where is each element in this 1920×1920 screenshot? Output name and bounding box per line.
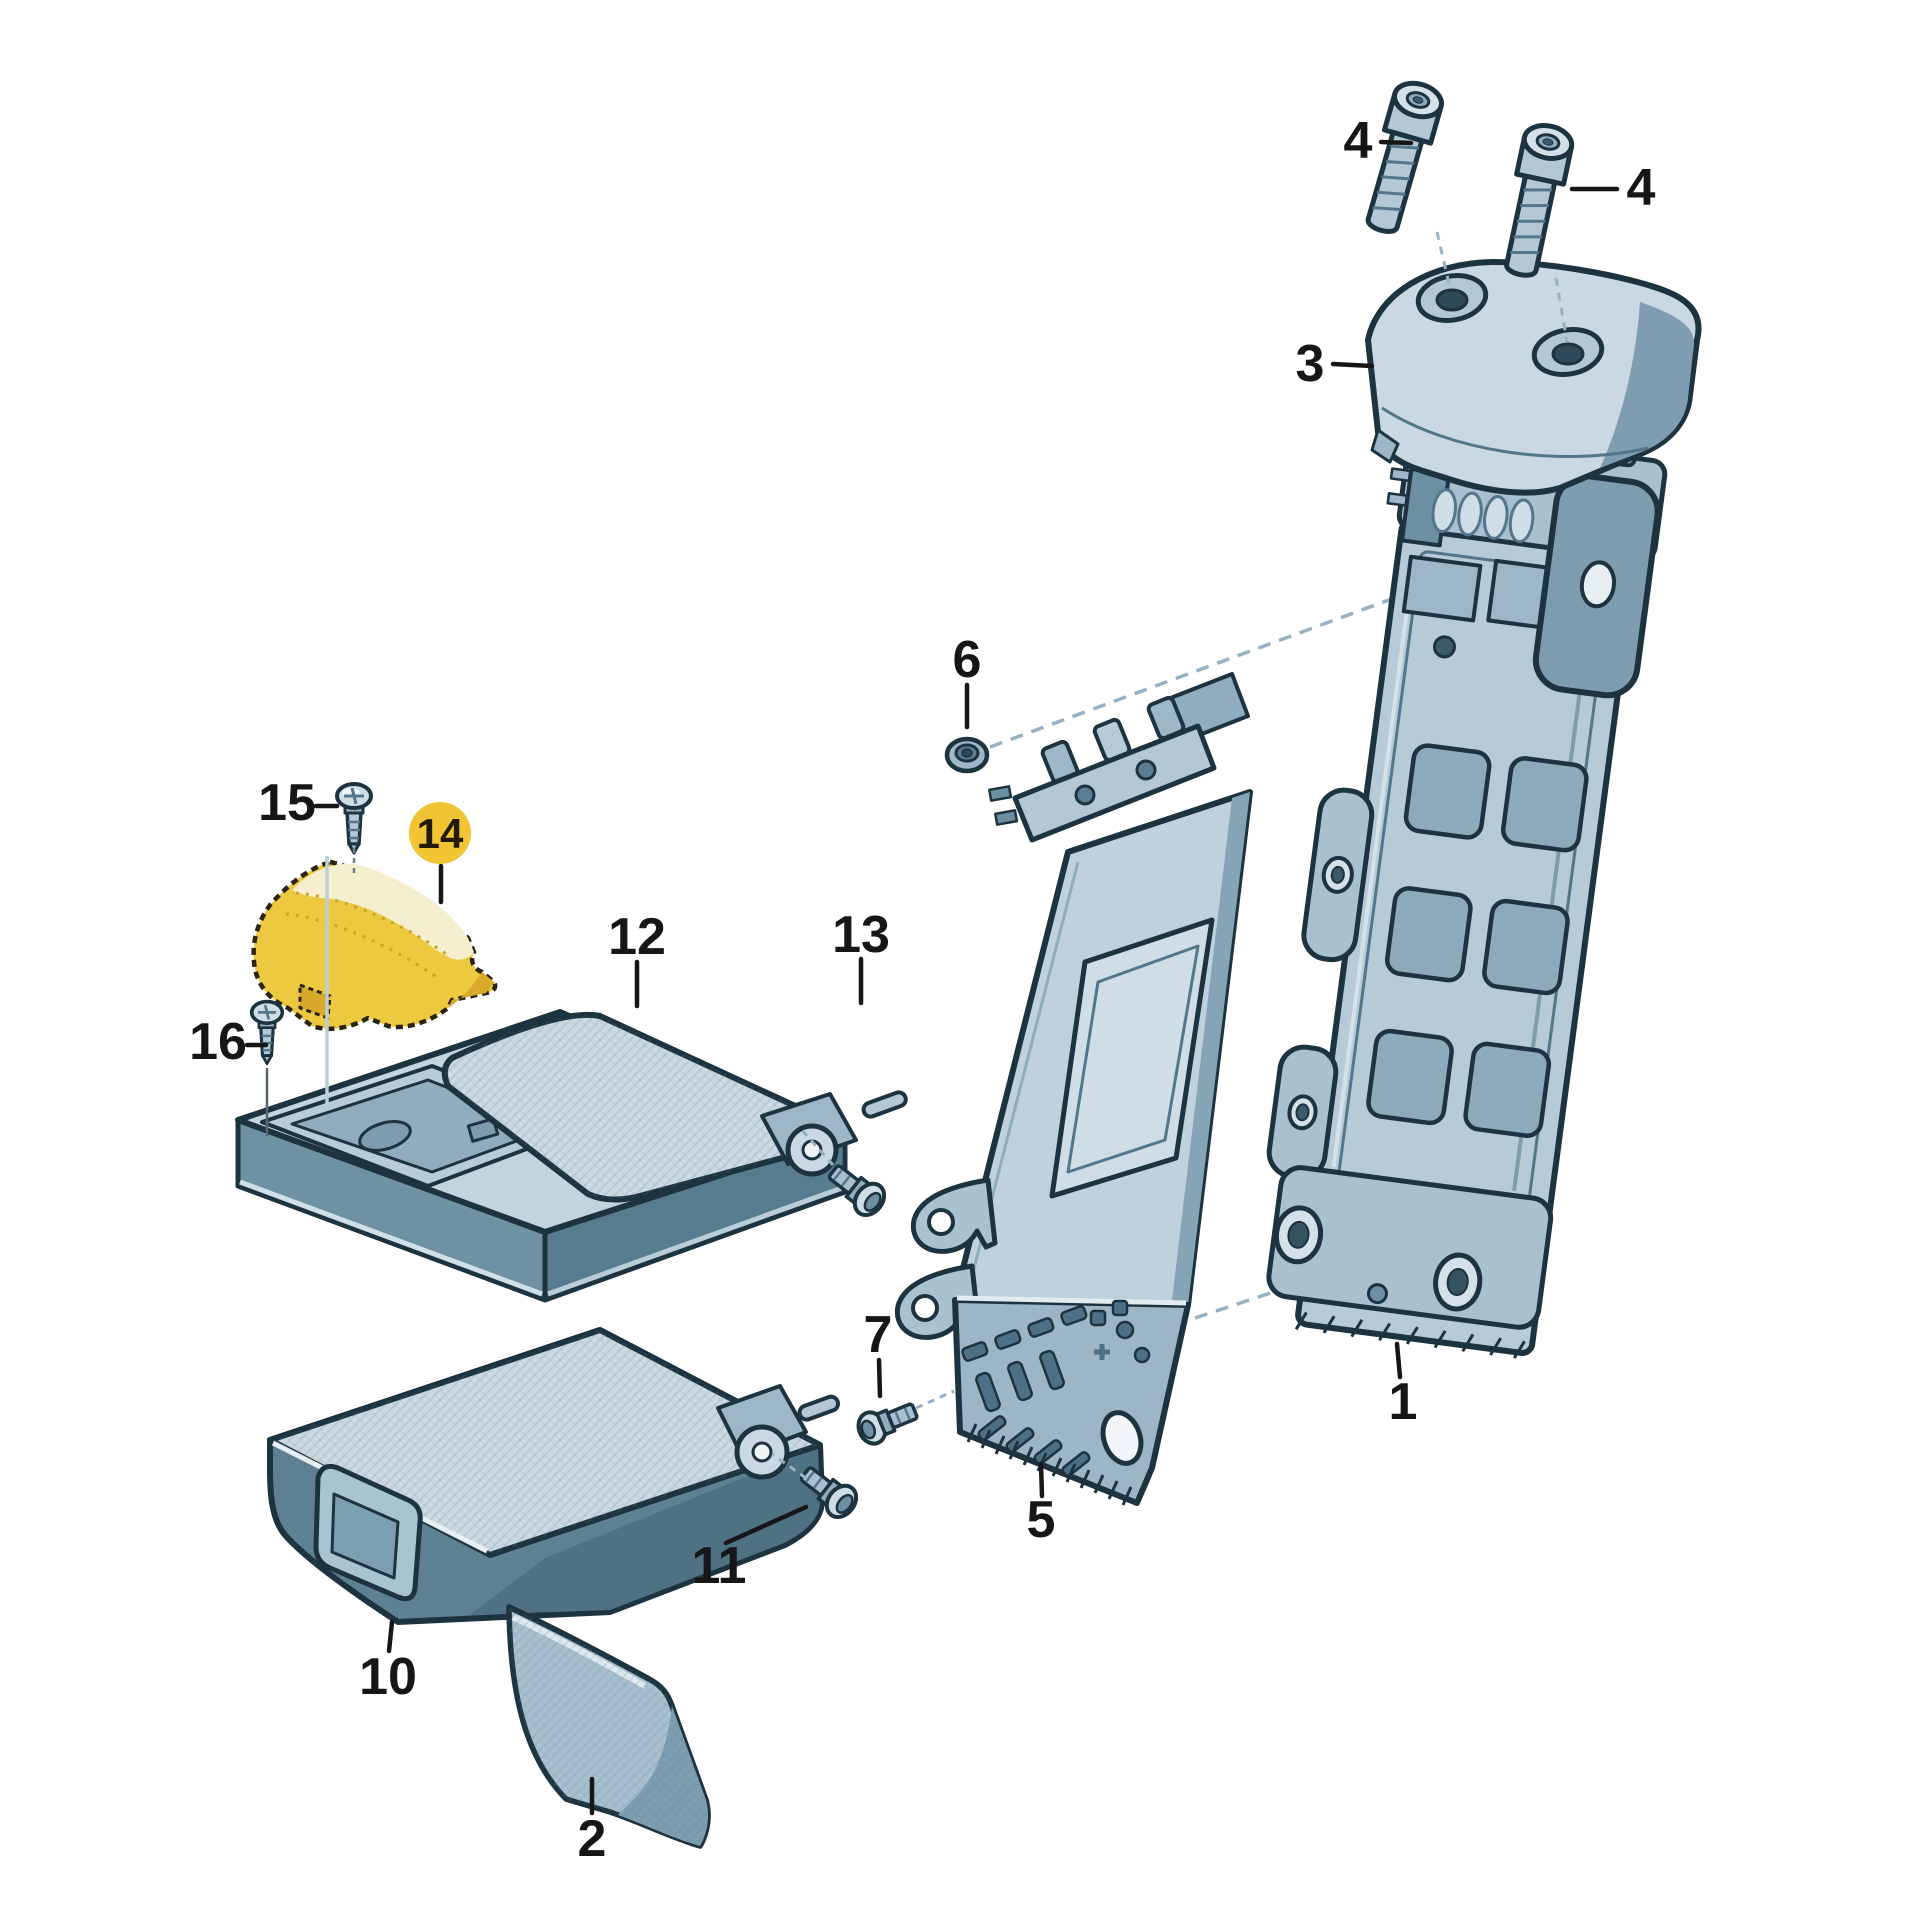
screw-13 bbox=[827, 1164, 887, 1217]
callout-2: 2 bbox=[578, 1810, 607, 1868]
screw-7 bbox=[856, 1402, 919, 1446]
part-1-frame bbox=[1266, 381, 1668, 1359]
armrest-10-hinge bbox=[716, 1384, 841, 1480]
part-5-centre-panel bbox=[894, 672, 1253, 1506]
panel-top-bracket bbox=[988, 672, 1250, 843]
armrest-12-hinge bbox=[760, 1090, 908, 1177]
screw-11 bbox=[799, 1466, 859, 1519]
leader-1 bbox=[1394, 1341, 1403, 1380]
callout-6: 6 bbox=[953, 631, 982, 689]
highlight-badge-14: 14 bbox=[409, 802, 471, 864]
callout-leader-lines bbox=[244, 139, 1620, 1816]
bolt-axis-dashes bbox=[1435, 231, 1569, 343]
screw-7-dash bbox=[915, 1389, 955, 1410]
frame-bottom-bracket bbox=[1266, 1165, 1554, 1330]
part-10-armrest-closed bbox=[267, 1327, 841, 1625]
callout-10: 10 bbox=[359, 1648, 417, 1706]
frame-edge-hatching bbox=[1294, 1311, 1526, 1359]
screw-15 bbox=[335, 782, 373, 855]
screw-16 bbox=[249, 999, 285, 1066]
leader-7 bbox=[876, 1357, 883, 1399]
callout-16: 16 bbox=[189, 1013, 247, 1071]
leader-10 bbox=[386, 1619, 395, 1654]
badge-label-14: 14 bbox=[417, 810, 464, 857]
part-3-cap bbox=[1365, 259, 1702, 496]
bolt-4-right bbox=[1504, 123, 1575, 278]
callout-4-right: 4 bbox=[1627, 159, 1656, 217]
dashed-line-nut-to-frame bbox=[989, 595, 1398, 749]
frame-pivot-lobes bbox=[1266, 787, 1375, 1180]
armrest-grab-recess bbox=[313, 1463, 423, 1602]
part-14-yellow-cover bbox=[251, 859, 498, 1031]
leader-4-left bbox=[1378, 139, 1414, 146]
callout-4-left: 4 bbox=[1344, 112, 1373, 170]
bolt-4-left bbox=[1365, 80, 1444, 234]
callout-labels: 4 4 3 6 15 12 13 16 7 1 5 11 10 2 bbox=[189, 112, 1655, 1868]
callout-12: 12 bbox=[608, 908, 666, 966]
part-2-flap bbox=[506, 1604, 711, 1849]
frame-cutouts bbox=[1366, 743, 1589, 1138]
callout-1: 1 bbox=[1389, 1373, 1418, 1431]
nut-6 bbox=[944, 736, 990, 774]
callout-13: 13 bbox=[832, 906, 890, 964]
screw-13-dash bbox=[798, 1127, 835, 1166]
vent-slots bbox=[961, 1299, 1151, 1477]
badge-circle bbox=[409, 802, 471, 864]
callout-15: 15 bbox=[258, 774, 316, 832]
leader-3 bbox=[1330, 361, 1375, 369]
leader-11 bbox=[723, 1504, 809, 1546]
callout-3: 3 bbox=[1296, 335, 1325, 393]
callout-7: 7 bbox=[864, 1306, 893, 1364]
callout-5: 5 bbox=[1027, 1491, 1056, 1549]
screw-11-dash bbox=[771, 1452, 807, 1480]
leader-5 bbox=[1038, 1461, 1045, 1499]
part-12-armrest-open bbox=[235, 1009, 908, 1303]
callout-11: 11 bbox=[692, 1537, 747, 1595]
